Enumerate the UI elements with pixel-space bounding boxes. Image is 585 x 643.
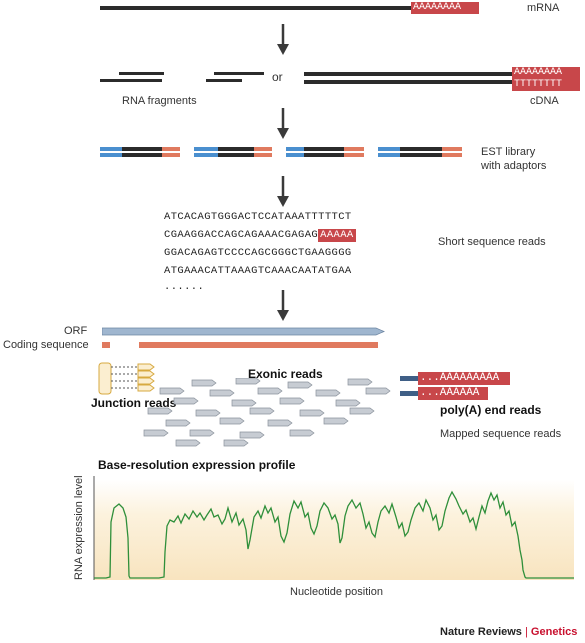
down-arrow-icon xyxy=(277,24,289,55)
exonic-read xyxy=(223,439,249,447)
expression-profile-line xyxy=(94,490,574,579)
est-library-label-line2: with adaptors xyxy=(481,160,547,172)
coding-sequence-label: Coding sequence xyxy=(3,339,89,351)
exonic-read xyxy=(257,387,283,395)
cdna-label: cDNA xyxy=(530,95,559,107)
cdna-strand-top xyxy=(304,72,512,76)
junction-reads-glyph xyxy=(98,362,155,395)
credit-separator: | xyxy=(525,626,528,638)
est-fragment xyxy=(378,147,462,157)
read-line-1: ATCACAGTGGGACTCCATAAATTTTTCT xyxy=(164,211,352,223)
rna-fragment xyxy=(214,72,264,75)
coding-sequence-utr xyxy=(102,342,110,348)
polya-read-1: ...AAAAAAAAA xyxy=(418,372,510,385)
exonic-read xyxy=(239,431,265,439)
junction-reads-label: Junction reads xyxy=(91,396,177,410)
exonic-reads-cluster xyxy=(143,378,391,447)
mapped-sequence-reads-label: Mapped sequence reads xyxy=(440,428,562,440)
down-arrow-icon xyxy=(277,176,289,207)
exonic-read xyxy=(143,429,169,437)
orf-bar xyxy=(102,327,385,336)
exonic-read xyxy=(287,381,313,389)
exonic-read xyxy=(147,407,173,415)
or-label: or xyxy=(272,70,283,84)
short-sequence-reads-label: Short sequence reads xyxy=(438,236,546,248)
mrna-label: mRNA xyxy=(527,2,560,14)
polya-read-2: ...AAAAAA xyxy=(418,387,488,400)
exonic-read xyxy=(365,387,391,395)
exonic-read xyxy=(189,429,215,437)
exonic-read xyxy=(335,399,361,407)
polya-end-reads-label: poly(A) end reads xyxy=(440,403,542,417)
cdna-polyt-tail: TTTTTTTT xyxy=(512,79,580,91)
est-library-label: EST library with adaptors xyxy=(481,145,546,173)
exonic-read xyxy=(209,389,235,397)
x-axis-label: Nucleotide position xyxy=(290,586,383,598)
read-ellipsis: ...... xyxy=(164,281,205,293)
est-fragment xyxy=(100,147,180,157)
exonic-read xyxy=(289,429,315,437)
exonic-read xyxy=(249,407,275,415)
exonic-read xyxy=(349,407,375,415)
est-fragment xyxy=(194,147,272,157)
exonic-read xyxy=(173,397,199,405)
cdna-strand-bottom xyxy=(304,80,512,84)
read-line-2-polya: AAAAA xyxy=(318,229,356,242)
profile-background xyxy=(94,480,574,580)
expression-profile-chart: RNA expression level Nucleotide position xyxy=(73,475,574,598)
mrna-polya-tail: AAAAAAAA xyxy=(411,2,479,14)
credit-line: Nature Reviews | Genetics xyxy=(440,626,577,638)
rna-fragment xyxy=(206,79,242,82)
exonic-read xyxy=(165,419,191,427)
orf-label: ORF xyxy=(64,325,88,337)
exonic-read xyxy=(175,439,201,447)
polya-read-stems xyxy=(400,376,418,396)
coding-sequence-bar xyxy=(139,342,378,348)
rna-fragment xyxy=(100,79,162,82)
exonic-read xyxy=(219,417,245,425)
exonic-read xyxy=(195,409,221,417)
rna-fragments-label: RNA fragments xyxy=(122,95,197,107)
mrna-strand xyxy=(100,6,411,10)
down-arrow-icon xyxy=(277,290,289,321)
credit-journal: Nature Reviews xyxy=(440,626,522,638)
read-line-3: GGACAGAGTCCCCAGCGGGCTGAAGGGG xyxy=(164,247,352,259)
credit-subject: Genetics xyxy=(530,626,578,638)
cdna-polya-tail: AAAAAAAA xyxy=(512,67,580,79)
exonic-read xyxy=(231,399,257,407)
exonic-read xyxy=(299,409,325,417)
read-line-2-sequence: CGAAGGACCAGCAGAAACGAGAG xyxy=(164,229,319,241)
read-line-4: ATGAAACATTAAAGTCAAACAATATGAA xyxy=(164,265,352,277)
exonic-reads-label: Exonic reads xyxy=(248,367,323,381)
profile-title: Base-resolution expression profile xyxy=(98,458,296,472)
est-fragment xyxy=(286,147,364,157)
exonic-read xyxy=(235,378,261,385)
down-arrow-icon xyxy=(277,108,289,139)
exonic-read xyxy=(191,379,217,387)
exonic-read xyxy=(267,419,293,427)
exonic-read xyxy=(315,389,341,397)
exonic-read xyxy=(323,417,349,425)
est-library-fragments xyxy=(100,147,462,157)
exonic-read xyxy=(159,387,185,395)
est-library-label-line1: EST library xyxy=(481,146,536,158)
y-axis-label: RNA expression level xyxy=(73,475,85,580)
exonic-read xyxy=(347,378,373,386)
exonic-read xyxy=(279,397,305,405)
rna-fragment xyxy=(119,72,164,75)
